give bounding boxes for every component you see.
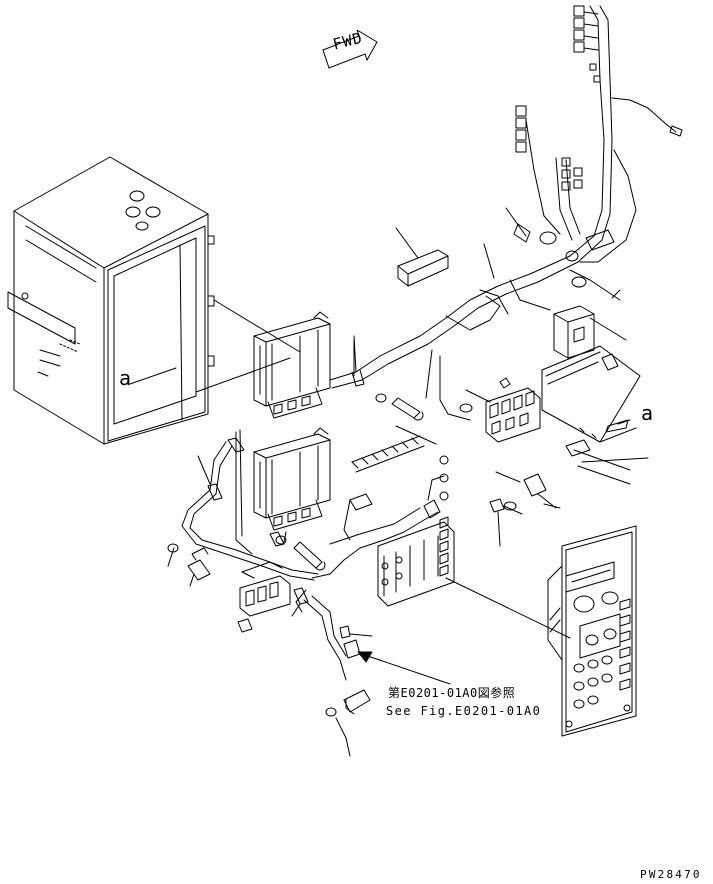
relay-panel-middle xyxy=(377,516,571,639)
reference-arrow-head xyxy=(357,651,373,663)
connector-block-lower xyxy=(237,561,291,633)
lower-wire-harness xyxy=(181,429,439,681)
fuse-box-lower xyxy=(253,427,331,531)
reference-arrow xyxy=(361,653,451,685)
fuse-box-upper xyxy=(253,311,331,419)
harness-clamps-lower xyxy=(207,437,309,605)
leader-line xyxy=(195,357,291,393)
reference-label-japanese: 第E0201-01A0図参照 xyxy=(388,686,516,700)
reference-label-english: See Fig.E0201-01A0 xyxy=(386,704,542,718)
bolt-washer-set-lower xyxy=(167,535,326,581)
drawing-number: PW28470 xyxy=(640,868,702,881)
resistor-block xyxy=(395,227,449,287)
fuse-block-right xyxy=(459,377,541,443)
small-relay-right xyxy=(489,471,557,547)
forward-direction-arrow xyxy=(322,30,378,69)
controller-board xyxy=(541,345,641,471)
bolt-washer-set-center xyxy=(351,339,424,421)
view-a-callout-cab: a xyxy=(119,366,132,390)
connector-cluster-top xyxy=(513,5,683,288)
view-a-callout-right: a xyxy=(641,401,654,425)
upper-wire-harness xyxy=(329,5,677,421)
leader-line xyxy=(213,299,301,353)
ground-bolt xyxy=(325,689,371,739)
connector-cluster-middle xyxy=(343,425,449,541)
cab-enclosure xyxy=(7,156,215,445)
relay-box xyxy=(553,305,627,359)
leader-lines xyxy=(167,207,649,757)
control-panel xyxy=(547,525,637,737)
